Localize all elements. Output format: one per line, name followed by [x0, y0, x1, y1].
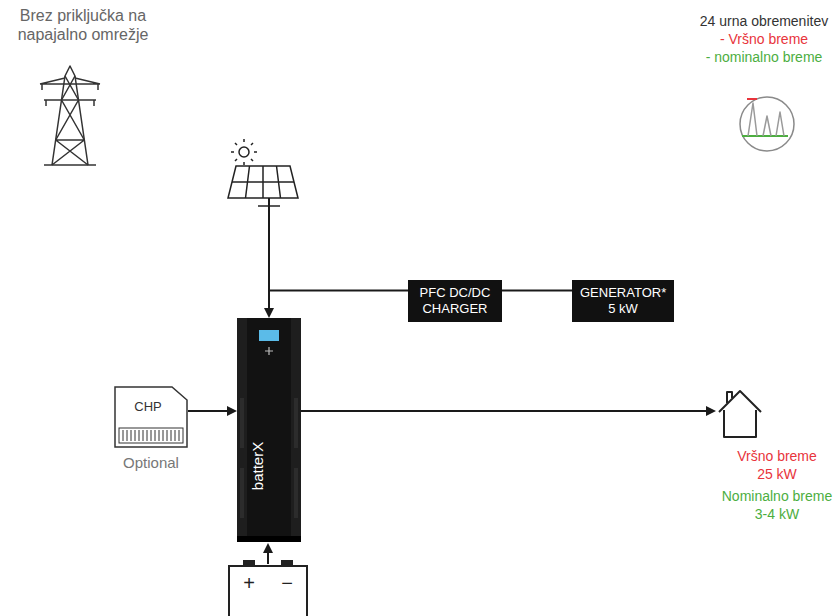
solar-panel-icon: [228, 139, 298, 206]
arrow-head: [264, 308, 274, 318]
cabinet-body-graphic: [237, 318, 301, 542]
box-label: 5 kW: [580, 301, 666, 317]
power-flow-connector: [264, 291, 408, 319]
chp-outline: [114, 386, 188, 448]
power-tower-icon: [40, 66, 100, 165]
cabinet-body: [237, 318, 301, 542]
connector-line: [502, 290, 572, 292]
battery-feed-arrow: [263, 543, 273, 564]
load-profile-icon: [740, 97, 794, 151]
house-icon: [716, 383, 764, 439]
chp-shape: CHP: [114, 386, 188, 448]
grid-status-note: Brez priključka na napajalno omrežje: [0, 6, 166, 44]
generator-box: GENERATOR*5 kW: [572, 280, 674, 322]
battery-icon: [229, 560, 307, 616]
optional-note: Optional: [114, 454, 188, 472]
peak-load-label: Vršno breme 25 kW: [731, 447, 823, 483]
chp-label: CHP: [114, 386, 188, 415]
power-flow-connector: [188, 406, 237, 416]
connector-line: [301, 410, 706, 412]
house-load: Vršno breme 25 kW Nominalno breme 3-4 kW: [716, 383, 838, 523]
brand-logo: batterX: [250, 434, 266, 498]
solar-feed-wire: [268, 198, 270, 292]
inverter-cabinet: batterX: [237, 318, 301, 542]
arrow-head: [706, 406, 716, 416]
connector-line: [269, 291, 408, 309]
battery-terminal: +: [241, 572, 257, 594]
connector-line: [188, 410, 227, 412]
peak-load-legend: - Vršno breme: [690, 30, 838, 48]
power-flow-connector: [301, 406, 716, 416]
power-flow-connector: [502, 290, 572, 291]
nominal-load-label: Nominalno breme 3-4 kW: [718, 487, 836, 523]
box-label: PFC DC/DC CHARGER: [416, 285, 494, 317]
house-icon-graphic: [716, 383, 764, 439]
arrow-head: [227, 406, 237, 416]
charger-box: PFC DC/DC CHARGER: [408, 280, 502, 322]
chp-unit: CHP Optional: [114, 386, 188, 472]
chp-outline-graphic: [114, 386, 188, 448]
nominal-load-legend: - nominalno breme: [690, 48, 838, 66]
load-profile-title: 24 urna obremenitev: [690, 12, 838, 30]
battery-terminal: −: [279, 572, 295, 594]
box-label: GENERATOR*: [580, 285, 666, 301]
